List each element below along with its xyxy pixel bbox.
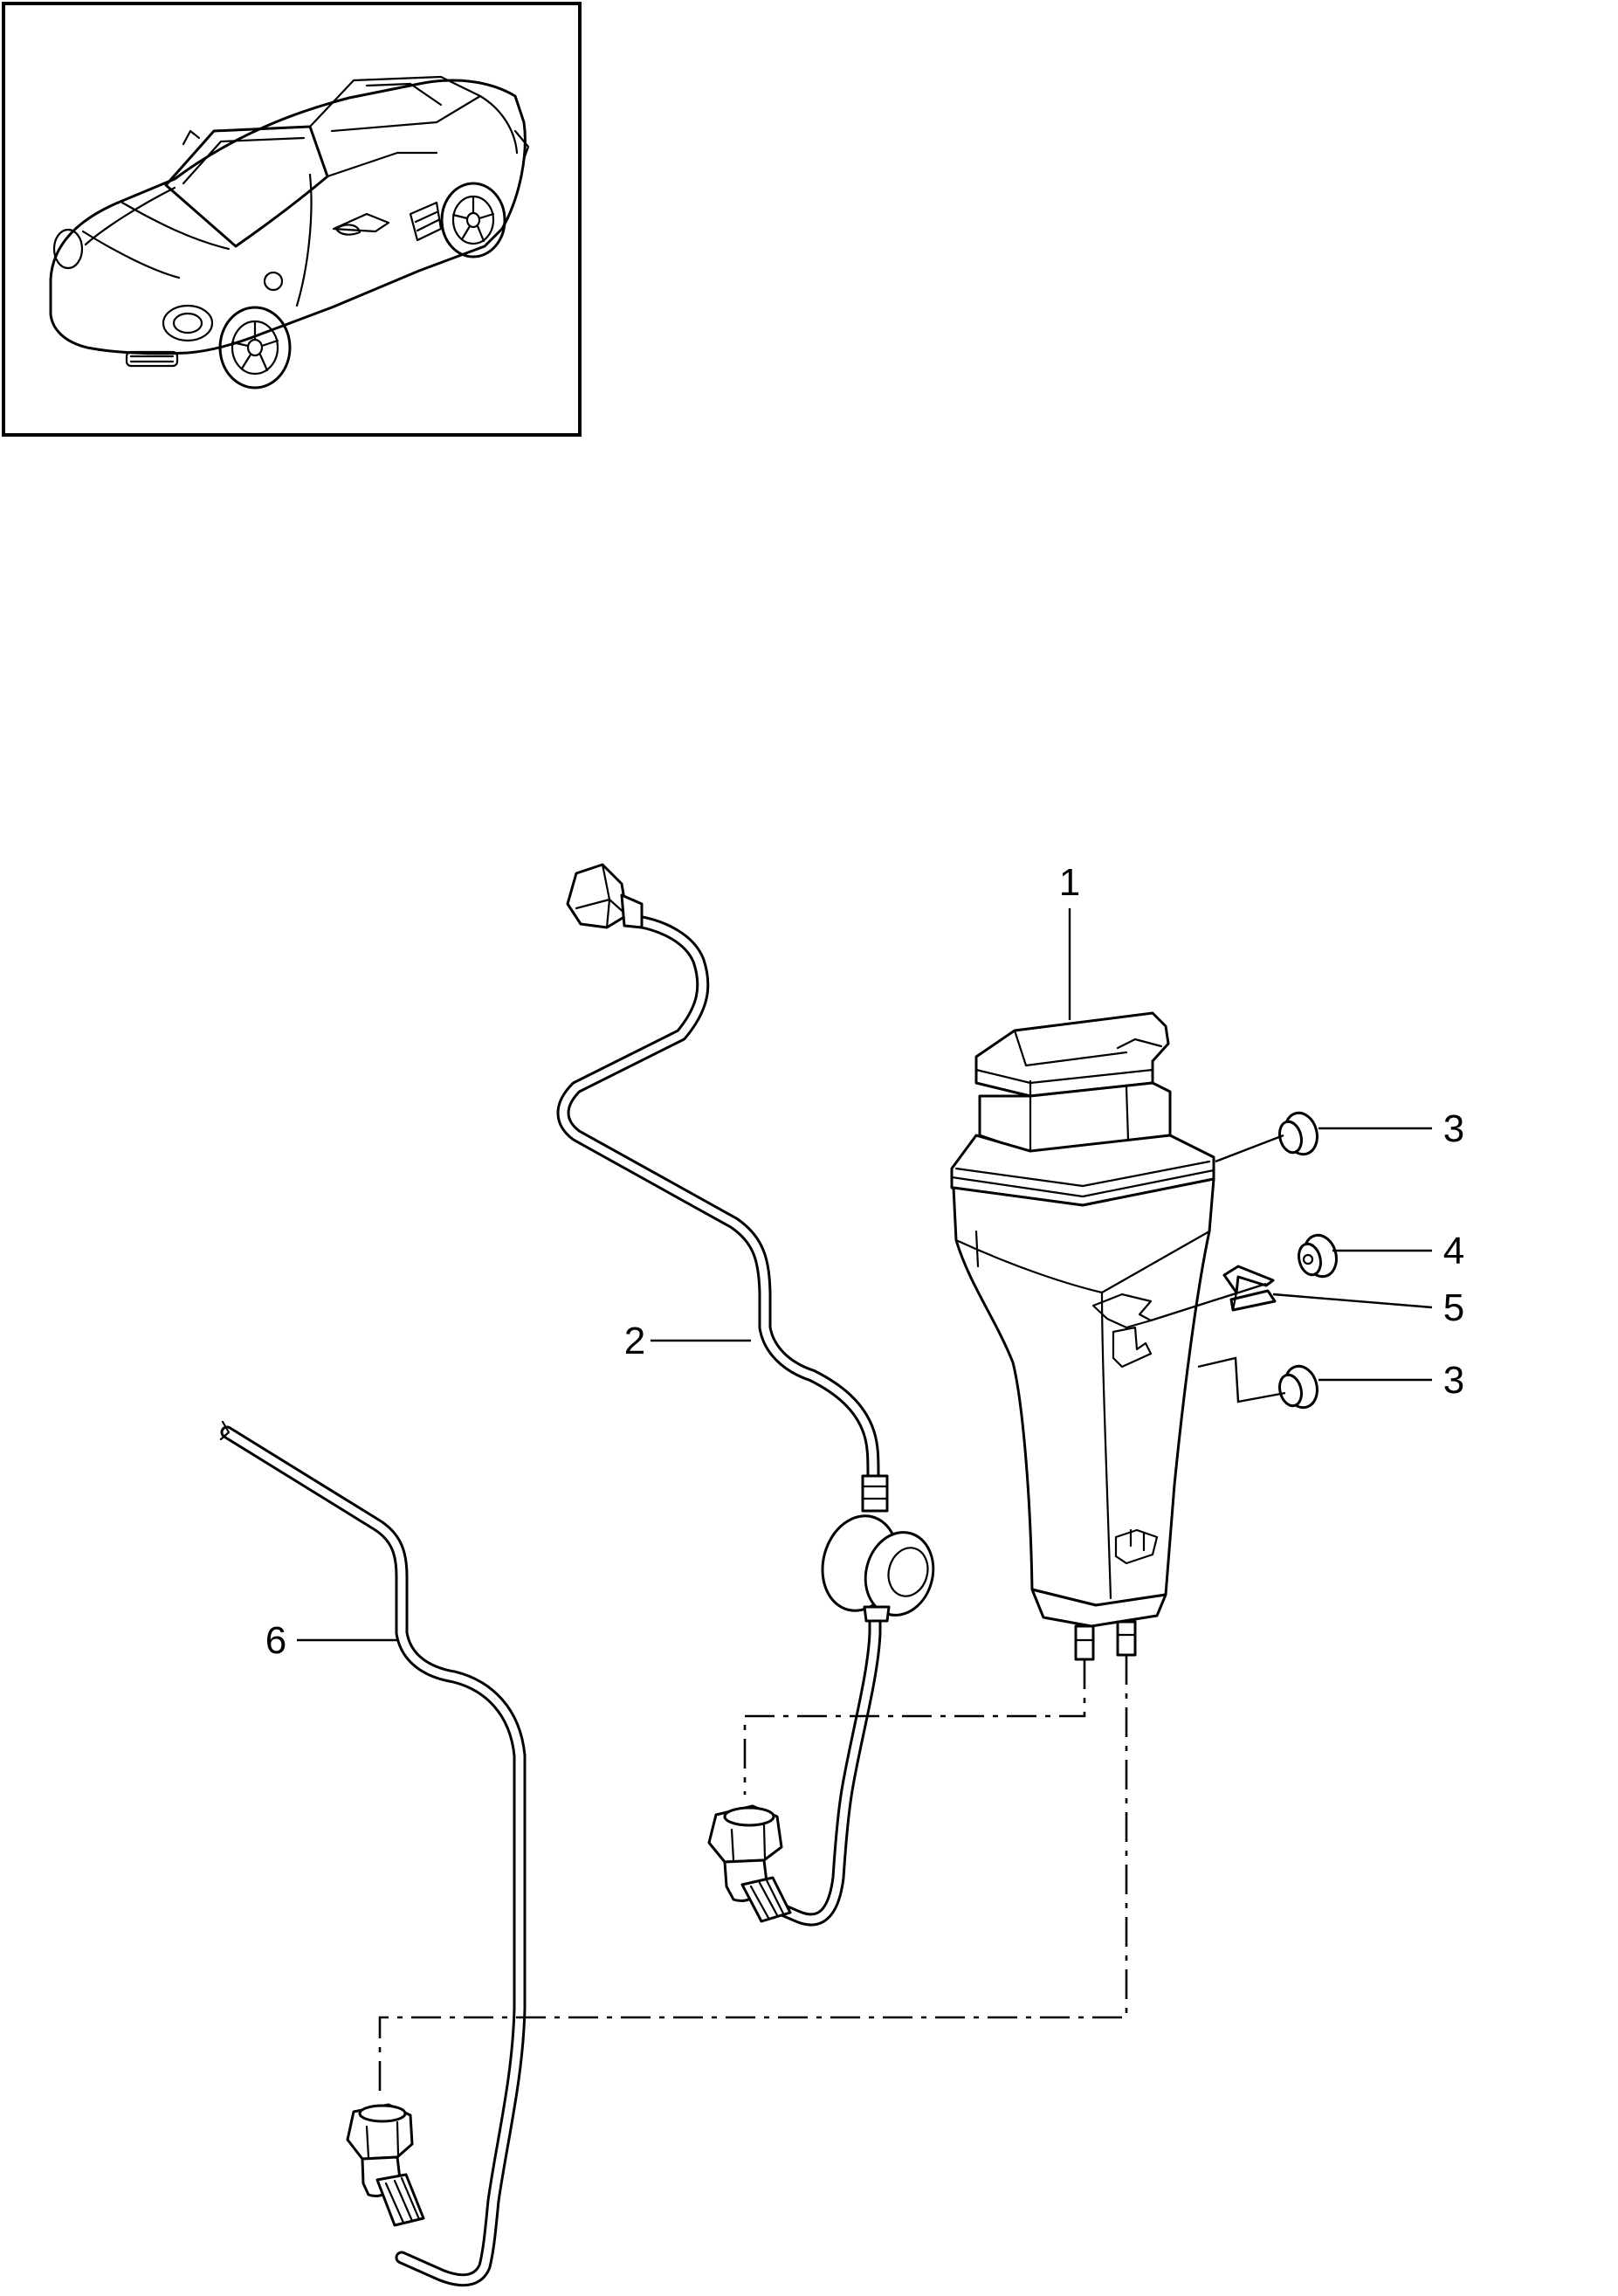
connection-lines xyxy=(378,1655,1128,2096)
callout-4: 4 xyxy=(1443,1230,1464,1272)
check-valve xyxy=(821,1474,935,1623)
elbow-fitting-6 xyxy=(346,2103,425,2227)
callout-labels: 1 3 4 5 3 2 6 xyxy=(265,861,1464,1662)
callout-1: 1 xyxy=(1059,861,1080,904)
nut-4 xyxy=(1298,1233,1338,1279)
vehicle-thumbnail xyxy=(2,2,582,437)
elbow-fitting-2 xyxy=(707,1804,792,1923)
leader-lines xyxy=(297,908,1433,1642)
purge-hose-2 xyxy=(556,863,935,1927)
grommet-3-lower xyxy=(1278,1364,1318,1410)
callout-5: 5 xyxy=(1443,1286,1464,1329)
callout-3-lower: 3 xyxy=(1443,1359,1464,1402)
callout-3-upper: 3 xyxy=(1443,1107,1464,1150)
vent-hose-6 xyxy=(219,1420,527,2287)
connector-nut-top xyxy=(566,863,644,929)
convertible-car-icon xyxy=(49,75,530,390)
grommet-3-upper xyxy=(1278,1111,1318,1156)
callout-6: 6 xyxy=(265,1619,286,1662)
callout-2: 2 xyxy=(624,1320,645,1362)
carbon-canister xyxy=(950,1011,1215,1661)
